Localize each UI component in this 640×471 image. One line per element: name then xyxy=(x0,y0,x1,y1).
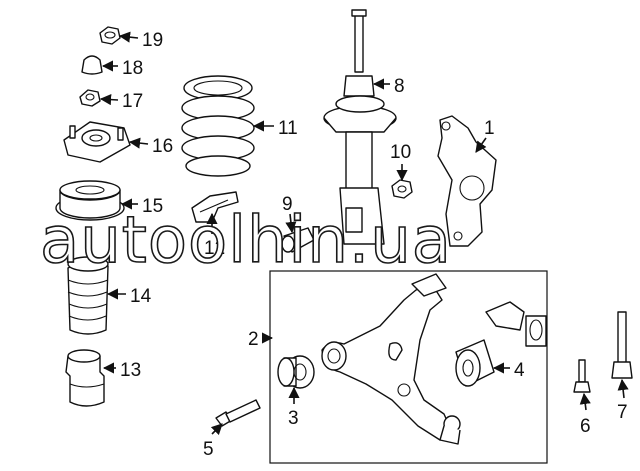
callout-1: 1 xyxy=(484,118,495,139)
part-14-dust-boot xyxy=(67,256,109,335)
part-4-bushing xyxy=(455,301,547,387)
callout-6: 6 xyxy=(580,416,591,437)
callout-9: 9 xyxy=(282,194,293,215)
part-19-nut xyxy=(99,26,121,45)
callout-7: 7 xyxy=(617,402,628,423)
callout-8: 8 xyxy=(394,76,405,97)
callout-15: 15 xyxy=(142,196,163,217)
part-12-insulator xyxy=(191,191,239,223)
callout-12: 12 xyxy=(204,238,225,259)
part-2-group-box xyxy=(269,270,548,464)
part-17-nut xyxy=(79,89,101,107)
part-10-nut xyxy=(391,179,413,199)
part-16-strut-mount xyxy=(63,121,131,163)
callout-14: 14 xyxy=(130,286,152,307)
callout-3: 3 xyxy=(288,408,299,429)
callout-4: 4 xyxy=(514,360,525,381)
callout-2: 2 xyxy=(248,329,259,350)
part-18-cap xyxy=(81,55,103,75)
callout-5: 5 xyxy=(203,439,214,460)
watermark-text: autoolhin.ua xyxy=(40,204,452,278)
callout-11: 11 xyxy=(278,118,298,139)
part-9-stabilizer-link xyxy=(281,227,315,253)
part-8-strut xyxy=(323,9,397,245)
part-5-bolt xyxy=(215,399,261,427)
callout-18: 18 xyxy=(122,58,143,79)
part-3-bushing xyxy=(277,355,315,389)
callout-13: 13 xyxy=(120,360,141,381)
leader-arrows xyxy=(99,31,629,436)
part-13-bump-stop xyxy=(65,349,105,407)
callout-17: 17 xyxy=(122,91,143,112)
part-6-bolt xyxy=(573,359,591,393)
callout-10: 10 xyxy=(390,142,411,163)
callout-16: 16 xyxy=(152,136,173,157)
part-15-spring-seat xyxy=(55,180,125,221)
callout-19: 19 xyxy=(142,30,163,51)
part-11-coil-spring xyxy=(181,75,255,177)
part-2-lower-control-arm xyxy=(321,273,461,445)
part-7-bolt xyxy=(611,311,633,379)
